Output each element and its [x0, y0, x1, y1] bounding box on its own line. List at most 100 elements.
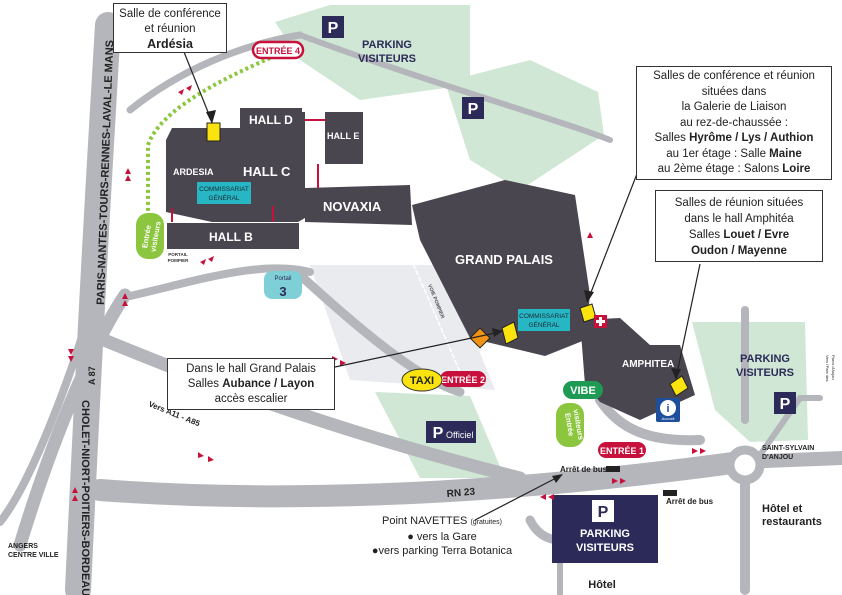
callout-galerie: Salles de conférence et réunion situées … [636, 66, 832, 180]
portail-pompier-line1: PORTAIL [168, 252, 188, 257]
callout-galerie-l6: au 1er étage : Salle Maine [666, 147, 802, 160]
parking-icon-right: P [774, 392, 796, 414]
entree-1-badge: ENTRÉE 1 [598, 442, 646, 458]
leader-amphitea [675, 263, 701, 379]
callout-galerie-l4: au rez-de-chaussée : [679, 116, 789, 129]
entree-2-label: ENTRÉE 2 [441, 375, 485, 385]
entree-visiteurs-left: Entrée visiteurs [136, 213, 164, 259]
parking-icon-mid: P [462, 97, 484, 119]
portail-number: 3 [279, 284, 286, 299]
bus-stop-marker-2 [663, 490, 677, 496]
road-northeast [297, 32, 613, 143]
road-portail [126, 264, 314, 300]
road-parking-right [757, 395, 823, 458]
ramp-left [13, 288, 132, 552]
leader-grand-palais [334, 331, 501, 368]
voie-pompier-line [404, 244, 471, 396]
saint-sylvain-line1: SAINT-SYLVAIN [762, 445, 814, 452]
parking-officiel-label: Officiel [446, 430, 473, 440]
pedestrian-path [146, 56, 271, 215]
arret-bus-2: Arrêt de bus [666, 497, 714, 506]
commissariat-1-line1: COMMISSARIAT [199, 186, 249, 193]
ardesia-label: ARDESIA [173, 167, 214, 177]
parking-bottom-line1: PARKING [580, 528, 630, 540]
portail-pompier: PORTAIL POMPIER [168, 252, 190, 263]
road-label-rn23: RN 23 [446, 487, 476, 500]
angers-line2: CENTRE VILLE [8, 552, 59, 559]
saint-sylvain-line2: D'ANJOU [762, 454, 793, 461]
taxi-label: TAXI [410, 375, 434, 387]
bus-stop-marker-1 [606, 466, 620, 472]
angers-line1: ANGERS [8, 543, 38, 550]
vibe-badge: VIBE [563, 381, 603, 399]
parking-right-line1: PARKING [740, 353, 790, 365]
amphitea-room-marker [669, 375, 689, 397]
callout-grand-palais-l2: Salles Aubance / Layon [187, 378, 315, 390]
parking-right-line2: VISITEURS [736, 367, 794, 379]
amphitea-label: AMPHITEA [622, 359, 674, 370]
roads [0, 12, 842, 595]
leader-galerie [587, 165, 641, 301]
hall-labels: HALL D HALL E HALL C ARDESIA HALL B NOVA… [173, 113, 674, 370]
callout-galerie-l1: Salles de conférence et réunion [653, 70, 815, 82]
road-rn23 [89, 451, 751, 508]
entree-visiteurs-bottom-line1: Entrée [563, 412, 576, 437]
road-entree1 [595, 395, 705, 446]
hotel-restaurants-line1: Hôtel et [762, 503, 803, 515]
leader-navettes [474, 475, 561, 521]
callout-grand-palais-l3: accès escalier [214, 393, 288, 405]
navettes-item-1: ● vers la Gare [407, 531, 477, 543]
parking-icon-top: P [322, 16, 344, 38]
ramp-left-2 [0, 306, 94, 526]
hall-d-label: HALL D [249, 113, 293, 127]
callout-galerie-l7: au 2ème étage : Salons Loire [657, 163, 811, 175]
hall-e-label: HALL E [327, 131, 359, 141]
callout-galerie-l5: Salles Hyrôme / Lys / Authion [654, 132, 814, 144]
roundabout [725, 445, 765, 485]
ardesia-room-marker [206, 122, 221, 142]
hotel-label: Hôtel [588, 579, 616, 591]
leader-ardesia [183, 51, 213, 123]
parking-icon-letter: P [468, 101, 479, 118]
info-symbol: i [666, 403, 669, 415]
direction-arrows [68, 85, 706, 501]
staircase-marker [469, 327, 491, 349]
motorway-a87 [65, 12, 121, 595]
green-area-top-right [445, 60, 604, 190]
leader-arrowheads [206, 110, 681, 483]
callout-grand-palais-l1: Dans le hall Grand Palais [186, 363, 316, 375]
navettes-note: Point NAVETTES (gratuites) ● vers la Gar… [352, 514, 532, 558]
building-novaxia [305, 185, 412, 225]
entree-4-label: ENTRÉE 4 [256, 46, 300, 56]
callout-ardesia-line1: Salle de conférence [119, 8, 221, 20]
leader-lines [183, 51, 701, 521]
building-amphitea [580, 318, 695, 420]
callout-grand-palais: Dans le hall Grand Palais Salles Aubance… [167, 358, 335, 410]
vibe-label: VIBE [570, 385, 596, 397]
first-aid-icon [594, 315, 607, 328]
parking-top-line2: VISITEURS [358, 53, 416, 65]
grand-palais-room-marker [501, 321, 519, 345]
commissariat-2-line1: COMMISSARIAT [519, 313, 569, 320]
callout-galerie-l2: situées dans [701, 85, 767, 98]
entree-4-badge: ENTRÉE 4 [251, 40, 305, 60]
commissariat-badge-2: COMMISSARIAT GÉNÉRAL [518, 309, 570, 331]
commissariat-2-line2: GÉNÉRAL [528, 320, 559, 329]
road-label-cholet: CHOLET-NIORT-POITIERS-BORDEAUX [79, 400, 91, 595]
building-hall-d [240, 108, 302, 130]
arret-bus-1: Arrêt de bus [560, 465, 608, 474]
building-hall-e [325, 112, 363, 164]
info-label: Accueil [662, 416, 675, 421]
connectors [171, 119, 325, 222]
parking-icon-letter: P [598, 504, 609, 521]
road-north [126, 31, 304, 114]
callout-ardesia-bold: Ardésia [147, 37, 193, 51]
vers-parc-line2: Parcs d'Anjou [831, 355, 836, 380]
commissariat-1-line2: GÉNÉRAL [208, 193, 239, 202]
parking-icon-letter: P [780, 396, 791, 413]
entree-1-label: ENTRÉE 1 [600, 446, 644, 456]
navettes-item-2: ●vers parking Terra Botanica [371, 545, 513, 557]
portail-3-badge: Portail 3 [264, 271, 302, 299]
commissariat-badge-1: COMMISSARIAT GÉNÉRAL [197, 182, 251, 204]
